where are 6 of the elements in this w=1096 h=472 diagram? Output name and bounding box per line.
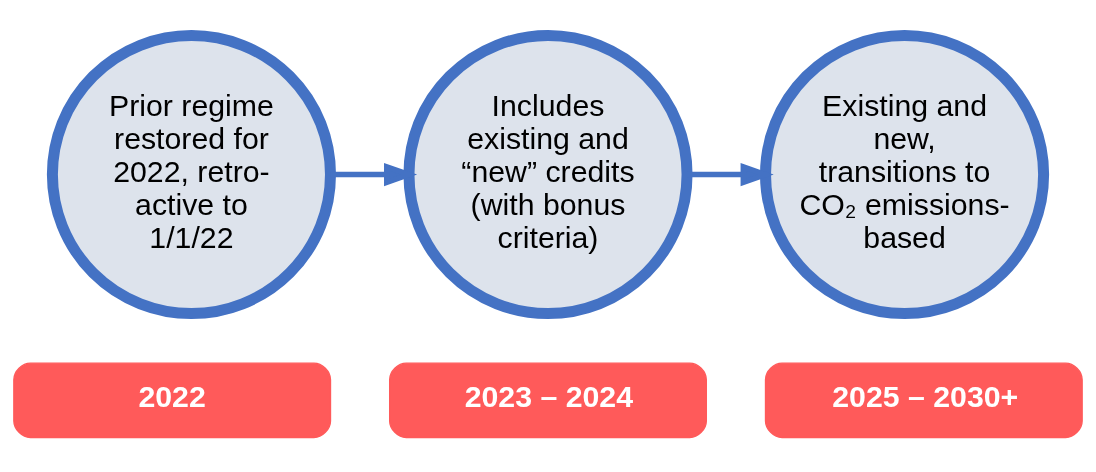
- node-circle: Existing and new, transitions to CO₂ emissions-based: [760, 29, 1050, 319]
- node-circle: Includes existing and “new” credits (with bonus criteria): [403, 29, 693, 319]
- node-box: 2023 – 2024: [389, 361, 707, 438]
- node-circle: Prior regime restored for 2022, retro-active to 1/1/22: [46, 29, 336, 319]
- node-box: 2022: [13, 361, 332, 438]
- node-box: 2025 – 2030+: [764, 361, 1083, 438]
